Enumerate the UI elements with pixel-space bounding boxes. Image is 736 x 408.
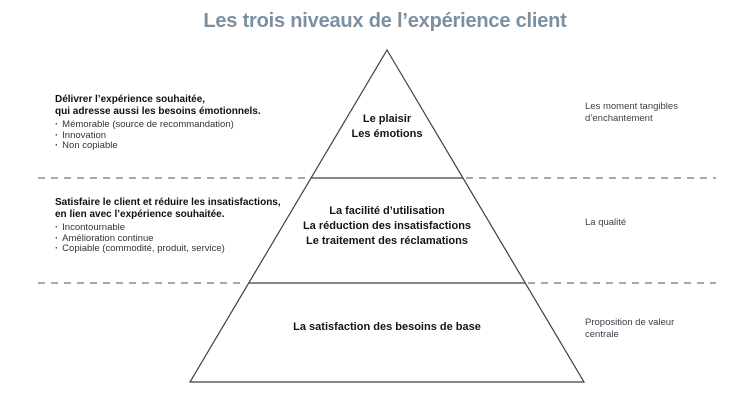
pyramid-label-bottom: La satisfaction des besoins de base bbox=[227, 320, 547, 335]
bullet-item: Mémorable (source de recommandation) bbox=[55, 119, 335, 131]
right-note-line: centrale bbox=[585, 329, 619, 340]
left-note-heading-line: en lien avec l’expérience souhaitée. bbox=[55, 208, 225, 220]
pyramid-outline bbox=[188, 48, 586, 383]
bullet-item: Innovation bbox=[55, 130, 335, 142]
left-note-heading: Satisfaire le client et réduire les insa… bbox=[55, 197, 335, 220]
bullet-item: Non copiable bbox=[55, 141, 335, 152]
left-note-heading-line: qui adresse aussi les besoins émotionnel… bbox=[55, 105, 261, 117]
left-note-bullet-list: Mémorable (source de recommandation) Inn… bbox=[55, 119, 335, 152]
right-note-bottom: Proposition de valeur centrale bbox=[585, 317, 730, 341]
left-note-top: Délivrer l’expérience souhaitée, qui adr… bbox=[55, 94, 335, 152]
left-note-middle: Satisfaire le client et réduire les insa… bbox=[55, 197, 335, 255]
right-note-line: La qualité bbox=[585, 217, 627, 228]
left-note-bullet-list: Incontournable Amélioration continue Cop… bbox=[55, 222, 335, 255]
pyramid-label-line: Le traitement des réclamations bbox=[305, 235, 468, 247]
right-note-top: Les moment tangibles d’enchantement bbox=[585, 101, 730, 125]
pyramid-label-line: La facilité d’utilisation bbox=[329, 205, 445, 217]
right-note-line: Les moment tangibles bbox=[585, 101, 678, 112]
pyramid-label-top: Le plaisir Les émotions bbox=[227, 112, 547, 142]
right-note-middle: La qualité bbox=[585, 217, 730, 229]
right-note-line: Proposition de valeur bbox=[585, 317, 675, 328]
pyramid-label-line: Le plaisir bbox=[362, 113, 412, 125]
right-note-line: d’enchantement bbox=[585, 113, 653, 124]
pyramid-label-middle: La facilité d’utilisation La réduction d… bbox=[227, 204, 547, 249]
pyramid-label-line: La satisfaction des besoins de base bbox=[293, 321, 481, 333]
left-note-heading-line: Délivrer l’expérience souhaitée, bbox=[55, 94, 206, 105]
pyramid-label-line: Les émotions bbox=[351, 128, 423, 140]
bullet-item: Copiable (commodité, produit, service) bbox=[55, 244, 335, 255]
bullet-item: Incontournable bbox=[55, 222, 335, 234]
bullet-item: Amélioration continue bbox=[55, 233, 335, 245]
left-note-heading-line: Satisfaire le client et réduire les insa… bbox=[55, 197, 281, 208]
left-note-heading: Délivrer l’expérience souhaitée, qui adr… bbox=[55, 94, 335, 117]
pyramid-label-line: La réduction des insatisfactions bbox=[302, 220, 472, 232]
diagram-title: Les trois niveaux de l’expérience client bbox=[203, 10, 567, 32]
